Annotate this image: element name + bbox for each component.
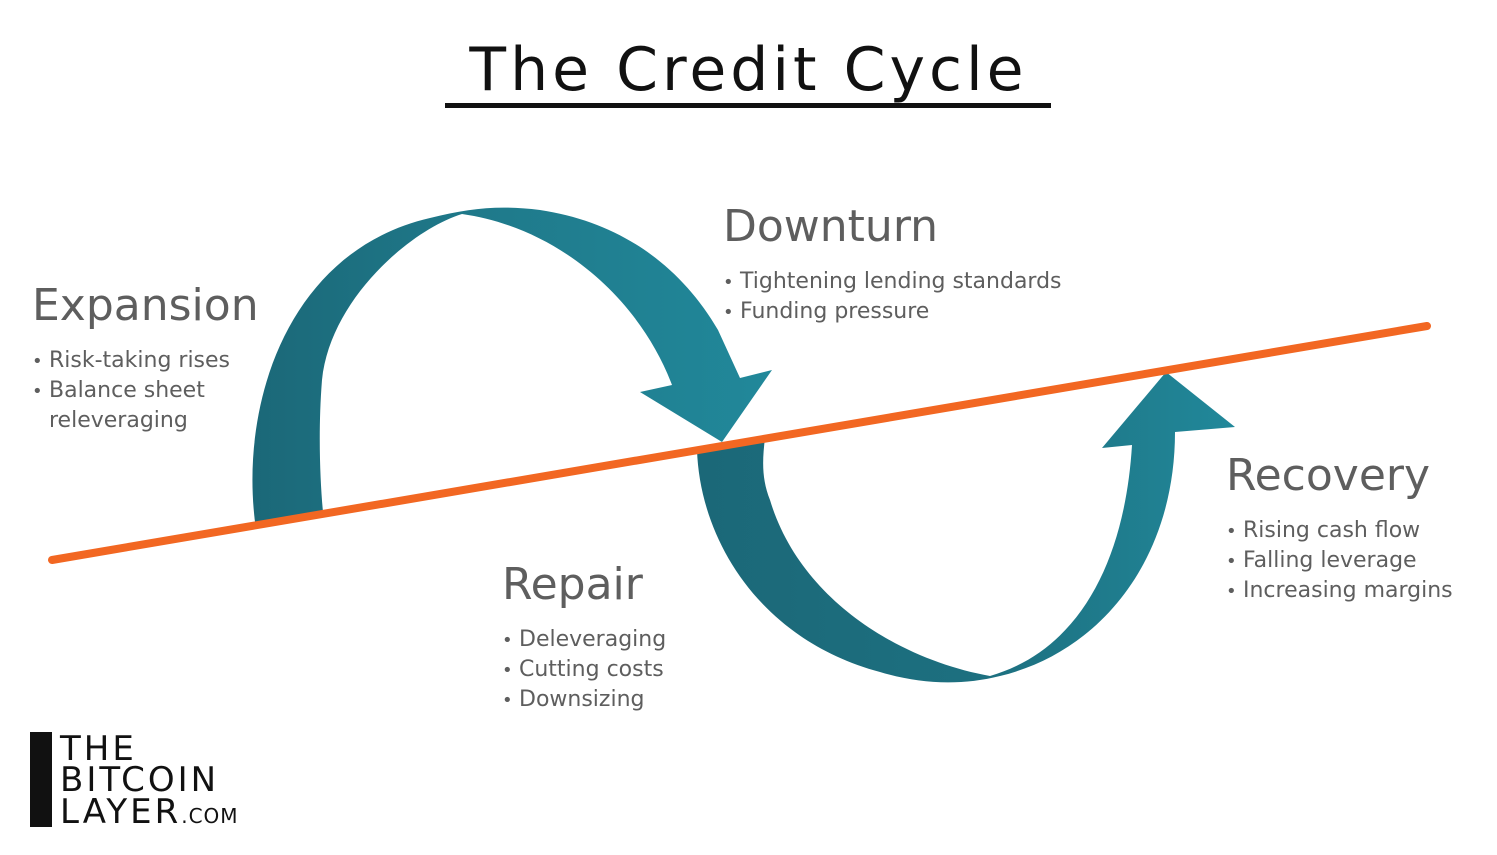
phase-downturn-bullet: Funding pressure xyxy=(723,297,1143,327)
phase-expansion: Expansion Risk-taking rises Balance shee… xyxy=(32,280,292,435)
diagram-title: The Credit Cycle xyxy=(469,35,1028,105)
logo-layer-text: LAYER xyxy=(60,792,182,832)
lower-cycle-arrow xyxy=(697,372,1235,683)
upper-cycle-arrow xyxy=(252,207,772,522)
the-bitcoin-layer-logo: THE BITCOIN LAYER.COM xyxy=(30,729,270,829)
phase-expansion-bullet: Risk-taking rises xyxy=(32,346,292,376)
phase-repair-bullets: Deleveraging Cutting costs Downsizing xyxy=(502,625,762,715)
logo-bar xyxy=(30,732,52,827)
logo-line-layer: LAYER.COM xyxy=(60,795,239,833)
phase-recovery-heading: Recovery xyxy=(1226,450,1431,501)
phase-downturn: Downturn Tightening lending standards Fu… xyxy=(723,201,1143,327)
phase-recovery-bullet: Rising cash flow xyxy=(1226,516,1496,546)
phase-downturn-bullets: Tightening lending standards Funding pre… xyxy=(723,267,1143,327)
phase-expansion-bullet: Balance sheet releveraging xyxy=(32,376,292,435)
phase-recovery: Recovery Rising cash flow Falling levera… xyxy=(1226,450,1496,606)
phase-repair-bullet: Downsizing xyxy=(502,685,762,715)
phase-downturn-bullet: Tightening lending standards xyxy=(723,267,1143,297)
phase-repair-bullet: Cutting costs xyxy=(502,655,762,685)
phase-expansion-heading: Expansion xyxy=(32,280,259,331)
title-underline xyxy=(445,103,1051,108)
phase-recovery-bullets: Rising cash flow Falling leverage Increa… xyxy=(1226,516,1496,606)
logo-line-bitcoin: BITCOIN xyxy=(60,760,220,800)
phase-recovery-bullet: Increasing margins xyxy=(1226,576,1496,606)
phase-recovery-bullet: Falling leverage xyxy=(1226,546,1496,576)
trend-line xyxy=(48,322,1431,564)
logo-line-the: THE xyxy=(60,729,137,769)
phase-repair-bullet: Deleveraging xyxy=(502,625,762,655)
phase-repair: Repair Deleveraging Cutting costs Downsi… xyxy=(502,559,762,715)
phase-expansion-bullets: Risk-taking rises Balance sheet relevera… xyxy=(32,346,292,435)
phase-downturn-heading: Downturn xyxy=(723,201,939,252)
logo-dotcom-text: .COM xyxy=(181,804,239,828)
phase-repair-heading: Repair xyxy=(502,559,643,610)
